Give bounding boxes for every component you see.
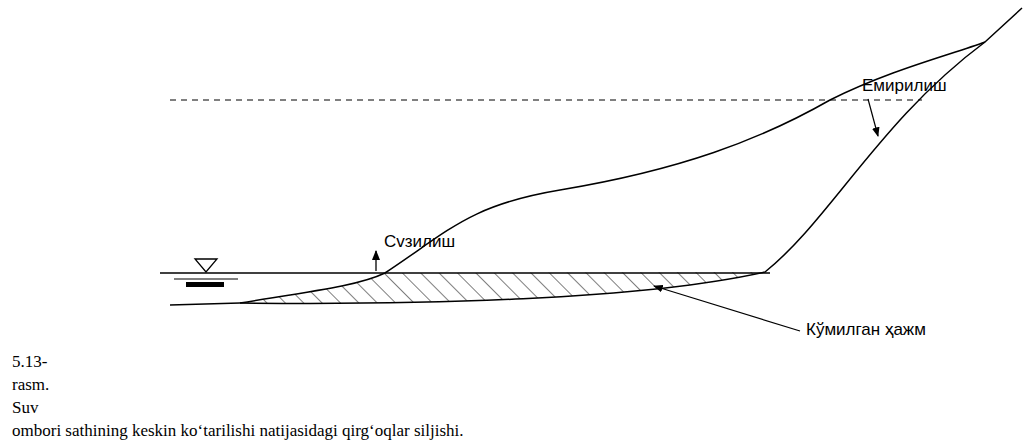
caption-block: 5.13-rasm. Suv ombori sathining keskin k… — [12, 350, 1027, 442]
process-label: Сvзилиш — [384, 232, 455, 252]
new-slope — [240, 42, 985, 303]
leader-line — [654, 286, 800, 331]
rise-arrow — [375, 251, 376, 271]
original-slope — [240, 8, 1022, 303]
raised-level — [170, 100, 922, 101]
callout-label: Емирилиш — [862, 76, 947, 96]
water-level — [160, 272, 770, 274]
ground-line — [170, 303, 240, 305]
leader-line — [868, 99, 878, 136]
submerged-hatch — [240, 272, 765, 303]
level-symbol — [195, 259, 217, 272]
callout-label: Кўмилган ҳажм — [806, 320, 926, 340]
level-symbol — [174, 278, 238, 279]
figure-caption: 5.13-rasm. Suv ombori sathining keskin k… — [12, 352, 464, 440]
level-symbol — [186, 282, 224, 287]
